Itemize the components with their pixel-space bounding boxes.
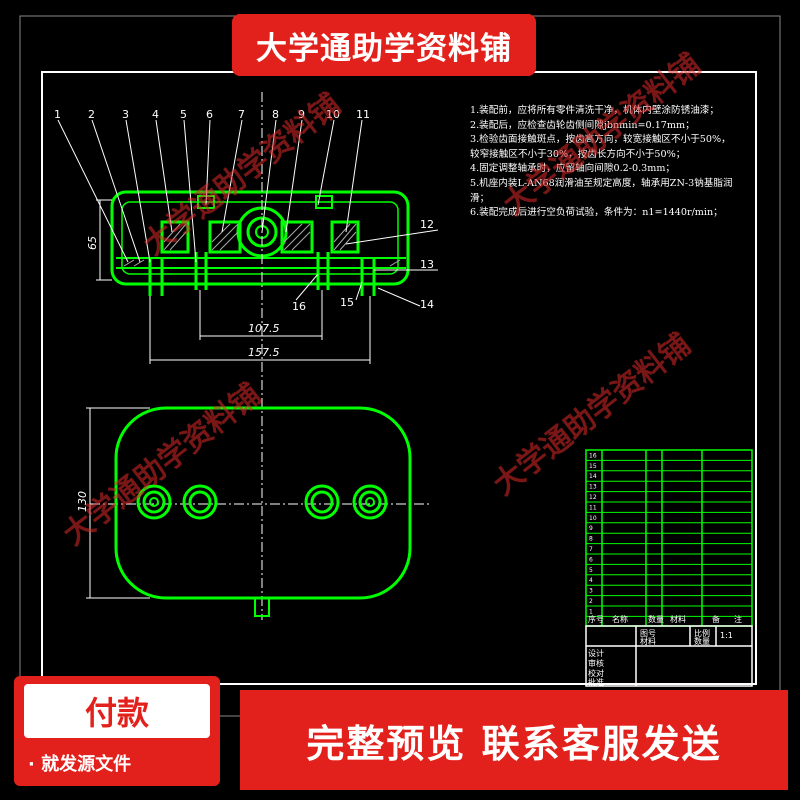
- pay-subtitle: · 就发源文件: [28, 754, 132, 775]
- bom-row-number: 9: [589, 525, 593, 532]
- bom-row-number: 1: [589, 608, 593, 615]
- part-label-16: 16: [292, 300, 306, 313]
- dim-130: 130: [76, 491, 89, 512]
- plan-view: [114, 406, 412, 617]
- part-label-2: 2: [88, 108, 95, 121]
- gear-block-left: [160, 220, 190, 254]
- part-label-9: 9: [298, 108, 305, 121]
- bom-row-number: 3: [589, 588, 593, 595]
- part-label-5: 5: [180, 108, 187, 121]
- part-label-7: 7: [238, 108, 245, 121]
- bom-title-2: 比例: [694, 628, 710, 638]
- bom-row-number: 8: [589, 536, 593, 543]
- note-line: 滑；: [470, 192, 490, 204]
- pay-button[interactable]: 付款: [24, 684, 210, 738]
- technical-notes: 1.装配前，应将所有零件清洗干净，机体内壁涂防锈油漆； 2.装配后，应检查齿轮齿…: [470, 104, 760, 221]
- bom-row-number: 16: [589, 452, 597, 459]
- bom-row-number: 6: [589, 556, 593, 563]
- housing-inner: [121, 201, 399, 275]
- dim-157-5: 157.5: [248, 346, 280, 359]
- bom-sign-0: 设计: [588, 648, 604, 658]
- bom-table: [585, 449, 753, 687]
- note-line: 1.装配前，应将所有零件清洗干净，机体内壁涂防锈油漆；: [470, 105, 719, 116]
- bom-title-3: 数量: [694, 636, 710, 646]
- bom-h-1: 名称: [612, 614, 628, 624]
- bom-row-number: 10: [589, 515, 597, 522]
- bom-title-1: 材料: [640, 636, 656, 646]
- bom-h-5: 注: [734, 614, 742, 624]
- bom-row-number: 2: [589, 598, 593, 605]
- bom-sign-2: 校对: [588, 668, 604, 678]
- bom-row-number: 11: [589, 504, 597, 511]
- pay-panel[interactable]: 付款 · 就发源文件: [14, 676, 220, 786]
- bom-row-number: 5: [589, 567, 593, 574]
- part-label-15: 15: [340, 296, 354, 309]
- gear-block-right: [330, 220, 360, 254]
- bom-title-0: 图号: [640, 629, 656, 638]
- note-line: 2.装配后，应检查齿轮齿侧间隙jbnmin=0.17mm；: [470, 119, 695, 131]
- dimension-lines: [86, 199, 371, 599]
- part-label-14: 14: [420, 298, 434, 311]
- bom-h-2: 数量: [648, 614, 664, 624]
- bom-header: 序号 名称 数量 材料 备 注 图号 材料 比例 数量 1:1 设计 审核 校对…: [588, 614, 742, 687]
- store-banner: 大学通助学资料铺: [232, 14, 536, 76]
- part-label-12: 12: [420, 218, 434, 231]
- part-label-6: 6: [206, 108, 213, 121]
- note-line: 3.检验齿面接触斑点，按齿高方向，较宽接触区不小于50%，: [470, 134, 731, 146]
- bom-row-number: 12: [589, 494, 597, 501]
- part-label-10: 10: [326, 108, 340, 121]
- gear-block-mid-right: [280, 220, 314, 254]
- part-label-4: 4: [152, 108, 159, 121]
- bom-row-number: 14: [589, 473, 597, 480]
- note-line: 4.固定调整轴承时，应留轴向间隙0.2-0.3mm；: [470, 163, 676, 175]
- bom-sign-3: 批准: [588, 677, 604, 687]
- bom-row-number: 4: [589, 577, 593, 584]
- note-line: 较窄接触区不小于30%，按齿长方向不小于50%；: [470, 148, 686, 160]
- plan-shaft-stub: [254, 597, 270, 617]
- bom-title-4: 1:1: [720, 631, 733, 640]
- dim-107-5: 107.5: [248, 322, 280, 335]
- bom-h-4: 备: [712, 614, 720, 624]
- part-label-1: 1: [54, 108, 61, 121]
- bom-row-number: 15: [589, 463, 597, 470]
- note-line: 6.装配完成后进行空负荷试验，条件为：n1=1440r/min；: [470, 207, 723, 219]
- bom-h-3: 材料: [670, 614, 686, 624]
- dim-65: 65: [86, 236, 99, 250]
- part-label-8: 8: [272, 108, 279, 121]
- housing-outline: [110, 190, 410, 286]
- note-line: 5.机座内装L-AN68润滑油至规定高度，轴承用ZN-3钠基脂润: [470, 177, 733, 189]
- part-label-11: 11: [356, 108, 370, 121]
- bom-row-lines: [586, 459, 752, 617]
- bom-row-numbers: 16 15 14 13 12 11 10 9 8 7 6 5 4 3 2 1: [589, 452, 597, 615]
- leader-lines: [57, 119, 439, 307]
- bom-row-number: 13: [589, 484, 597, 491]
- bom-sign-1: 审核: [588, 658, 604, 668]
- preview-contact-banner[interactable]: 完整预览 联系客服发送: [240, 690, 788, 790]
- section-hatching: [123, 223, 401, 267]
- bom-row-number: 7: [589, 546, 593, 553]
- bom-h-0: 序号: [588, 614, 604, 624]
- part-label-3: 3: [122, 108, 129, 121]
- part-label-13: 13: [420, 258, 434, 271]
